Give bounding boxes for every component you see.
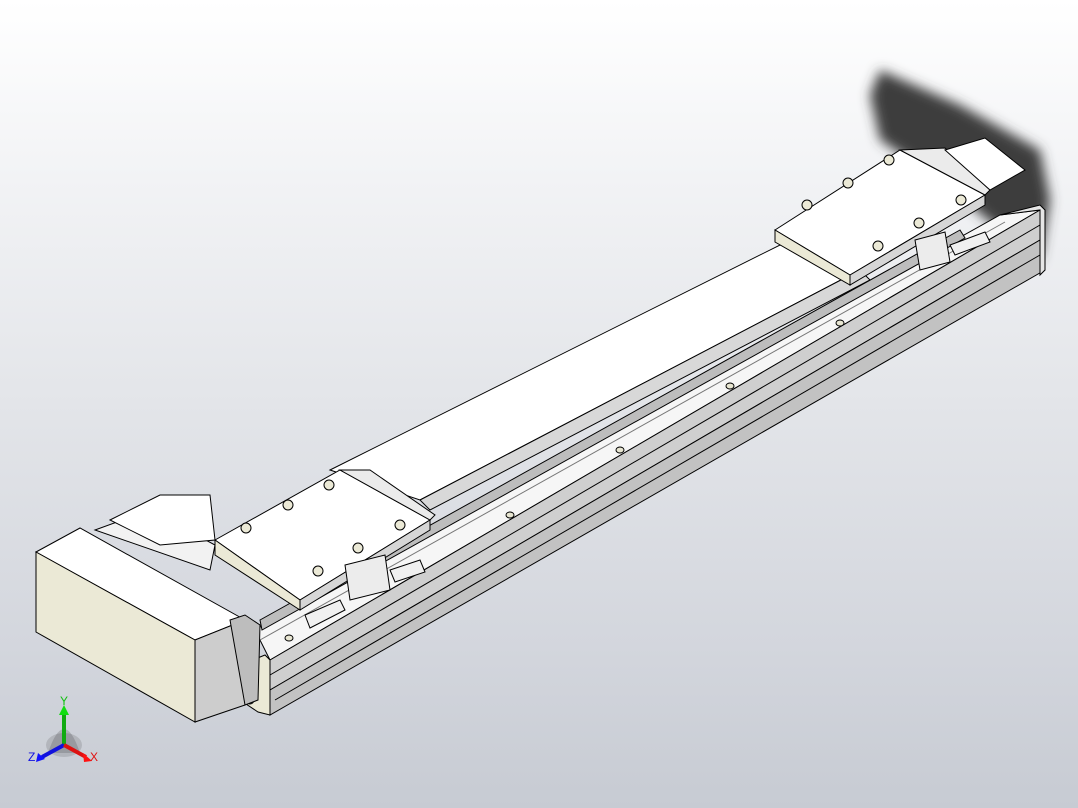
orientation-triad[interactable]: Y Z X <box>26 695 106 770</box>
y-axis-label: Y <box>60 694 69 708</box>
carriage-far[interactable] <box>774 137 1026 286</box>
z-axis-arrow <box>41 743 65 759</box>
motor-housing[interactable] <box>34 494 261 723</box>
triad-graphic <box>36 705 92 762</box>
rail[interactable] <box>239 204 1046 716</box>
carriage-near[interactable] <box>214 469 436 629</box>
x-axis-arrow <box>63 743 87 759</box>
x-axis-label: X <box>90 750 99 764</box>
z-axis-label: Z <box>28 750 36 764</box>
